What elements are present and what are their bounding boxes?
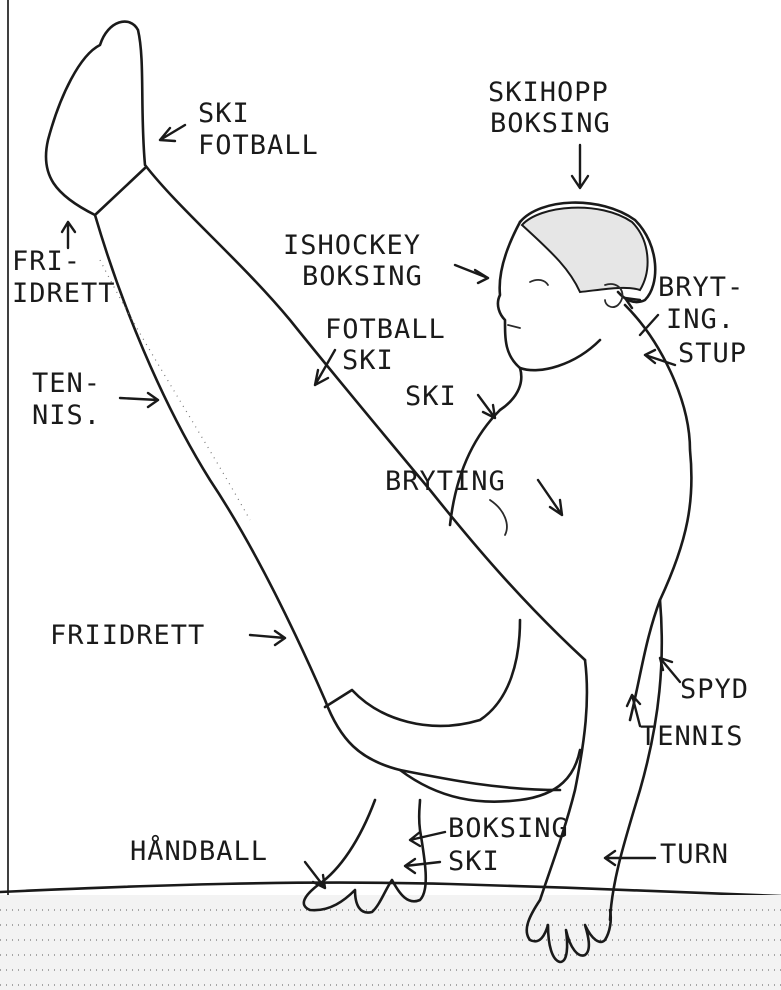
label-handball: HÅNDBALL	[130, 835, 268, 867]
label-tennis-shin-2: NIS.	[32, 400, 101, 431]
arrow-bryting-chest	[538, 480, 562, 515]
label-boksing-hand: BOKSING	[448, 813, 569, 844]
label-tennis-shin-1: TEN-	[32, 368, 101, 399]
figure	[46, 22, 692, 962]
arm-front	[540, 660, 587, 900]
arrow-handball	[305, 862, 325, 888]
arrow-boksing-hand	[410, 832, 445, 846]
label-ski-hand: SKI	[448, 846, 500, 877]
arrow-ski-chest	[478, 395, 495, 418]
label-bryting-neck-2: ING.	[666, 304, 735, 335]
arm-back	[610, 600, 662, 920]
label-ski-foot: SKI	[198, 98, 250, 129]
arrow-friidrett-foot	[62, 222, 75, 248]
arrow-ski-hand	[405, 859, 440, 873]
arrow-tennis-shin	[120, 393, 158, 407]
label-friidrett-thigh: FRIIDRETT	[50, 620, 205, 651]
label-boksing-head: BOKSING	[490, 108, 611, 139]
leg-inner-outline	[95, 215, 560, 790]
shorts-leg-line	[325, 620, 520, 726]
label-ski-chest: SKI	[405, 381, 457, 412]
label-fotball-thigh: FOTBALL	[325, 314, 446, 345]
arrow-bryting-neck	[625, 298, 658, 335]
label-stup: STUP	[678, 338, 747, 369]
label-spyd: SPYD	[680, 674, 749, 705]
label-skihopp: SKIHOPP	[488, 77, 609, 108]
label-boksing-face: BOKSING	[302, 261, 423, 292]
label-bryting-neck-1: BRYT-	[658, 272, 744, 303]
sock-line-upper	[95, 168, 145, 215]
neck	[500, 368, 521, 410]
label-bryting-chest: BRYTING	[385, 466, 506, 497]
eye	[530, 280, 548, 285]
chest-line	[490, 500, 507, 535]
arrow-ishockey	[455, 265, 488, 283]
floor	[0, 883, 781, 990]
label-fotball-foot: FOTBALL	[198, 130, 319, 161]
label-ski-thigh: SKI	[342, 345, 394, 376]
label-turn: TURN	[660, 839, 729, 870]
arrow-ski-fotball	[160, 125, 185, 141]
arrow-friidrett-thigh	[250, 631, 285, 645]
label-friidrett-foot-1: FRI-	[12, 246, 81, 277]
arrow-skihopp	[572, 145, 588, 188]
mouth	[508, 325, 520, 328]
labels: SKI FOTBALL SKIHOPP BOKSING ISHOCKEY BOK…	[12, 77, 749, 877]
label-friidrett-foot-2: IDRETT	[12, 278, 116, 309]
arrow-turn	[605, 851, 655, 865]
label-tennis-arm: TENNIS	[640, 721, 744, 752]
label-ishockey: ISHOCKEY	[283, 230, 421, 261]
arrow-spyd	[660, 658, 680, 682]
